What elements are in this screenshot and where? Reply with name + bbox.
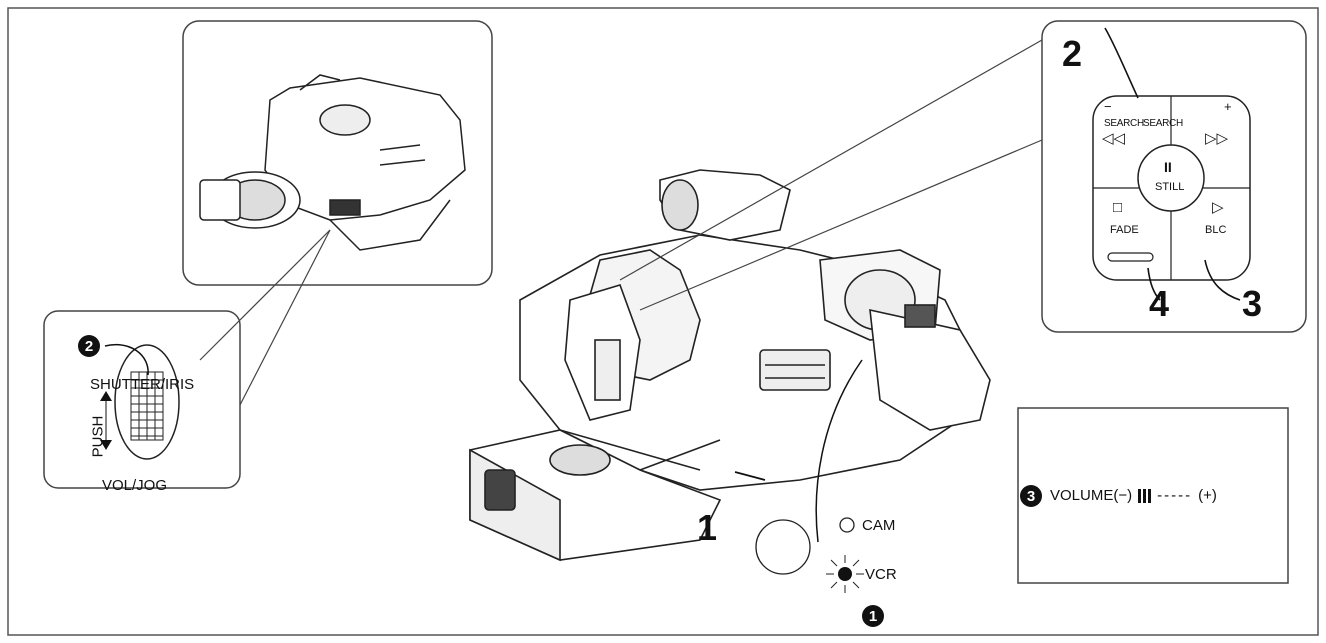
still-pause-icon: II (1164, 159, 1172, 175)
volume-box (1017, 407, 1289, 584)
cam-indicator (839, 517, 855, 533)
volume-level-bars (1138, 488, 1152, 503)
mode-switch-circle (755, 519, 811, 575)
cam-label: CAM (862, 517, 896, 534)
blc-label[interactable]: BLC (1205, 224, 1227, 236)
callout-number-1: 1 (697, 507, 718, 548)
vcr-indicator (838, 567, 852, 581)
badge-1: 1 (862, 605, 884, 627)
rewind-icon[interactable]: ◁◁ (1102, 130, 1126, 147)
still-button[interactable] (1137, 144, 1205, 212)
badge-3: 3 (1020, 485, 1042, 507)
camera-inset-box (182, 20, 493, 286)
volume-bar (1143, 488, 1147, 503)
fast-forward-icon[interactable]: ▷▷ (1205, 130, 1229, 147)
mode-switch-callout (734, 359, 864, 593)
callout-number-2: 2 (1062, 33, 1083, 74)
search-plus-sign: + (1224, 99, 1232, 114)
dial-bottom-label: VOL/JOG (102, 477, 168, 494)
callout-number-4: 4 (1149, 283, 1170, 324)
search-right-label[interactable]: SEARCH (1143, 118, 1183, 129)
dial-grid (130, 371, 164, 441)
badge-2: 2 (78, 335, 100, 357)
dial-detail-box (43, 310, 241, 489)
outer-frame (7, 7, 1319, 636)
volume-indicator: VOLUME(−) ----- (+) (1050, 487, 1217, 504)
volume-dashes: ----- (1157, 487, 1193, 504)
volume-suffix: (+) (1198, 487, 1217, 504)
small-camera-illustration (199, 74, 466, 251)
vcr-indicator-glow (826, 555, 864, 593)
dial-top-label: SHUTTER/IRIS (90, 376, 195, 393)
fade-label[interactable]: FADE (1110, 224, 1139, 236)
callout-number-3: 3 (1242, 283, 1263, 324)
dial-push-label: PUSH (89, 415, 107, 458)
vcr-label: VCR (865, 566, 897, 583)
main-camera-illustration (469, 169, 991, 562)
search-left-label[interactable]: SEARCH (1104, 118, 1144, 129)
play-icon[interactable]: ▷ (1212, 199, 1224, 216)
volume-bar (1138, 488, 1142, 503)
buttons-detail-box (1041, 20, 1307, 333)
search-minus-sign: − (1104, 99, 1112, 114)
volume-prefix: VOLUME(−) (1050, 487, 1133, 504)
stop-icon[interactable]: □ (1113, 199, 1123, 216)
still-label: STILL (1155, 181, 1185, 193)
volume-bar (1148, 488, 1152, 503)
